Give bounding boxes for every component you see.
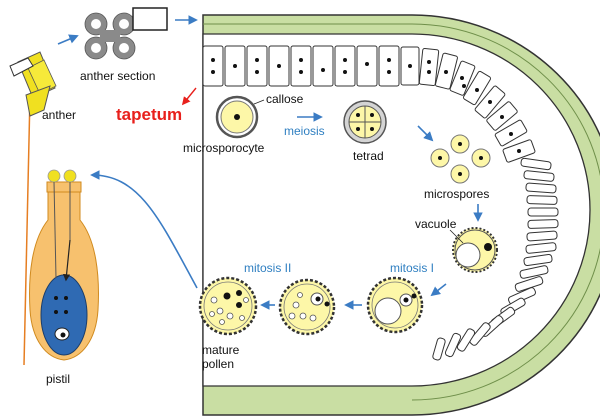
arrow-to-microspores [417, 125, 434, 142]
vacuolate-microspore [452, 227, 498, 273]
tapetum-label: tapetum [116, 105, 182, 124]
pistil-label: pistil [46, 372, 70, 386]
mature-pollen [198, 276, 258, 336]
anther-illustration [9, 51, 57, 366]
anther-section-illustration [84, 12, 136, 60]
vacuole-label: vacuole [415, 217, 457, 231]
mature-pollen-label-line2: pollen [202, 357, 234, 371]
bicellular-pollen-early [366, 276, 424, 334]
arrow-pollen-to-pistil [90, 170, 198, 289]
anther-section-label: anther section [80, 69, 155, 83]
mitosis-I-label: mitosis I [390, 261, 434, 275]
microspores-label: microspores [424, 187, 489, 201]
microsporocyte-label: microsporocyte [183, 141, 265, 155]
tapetum-stripes [432, 157, 559, 361]
mature-pollen-label-line1: mature [202, 343, 240, 357]
arrow-mitosis-I [430, 283, 447, 297]
callose-pointer [253, 99, 265, 105]
section-highlight-box [132, 7, 168, 31]
tetrad-cell [343, 100, 387, 144]
bicellular-pollen-mid [278, 278, 336, 336]
mitosis-II-label: mitosis II [244, 261, 291, 275]
tapetum-nuclei [211, 58, 521, 153]
microsporocyte-cell [215, 95, 259, 139]
arrow-tapetum [181, 87, 197, 106]
anther-label: anther [42, 108, 76, 122]
arrow-anther-to-section [57, 34, 79, 45]
pistil-illustration [29, 169, 99, 361]
callose-label: callose [266, 92, 304, 106]
tetrad-label: tetrad [353, 149, 384, 163]
vacuole-pointer [449, 229, 464, 244]
meiosis-label: meiosis [284, 124, 325, 138]
